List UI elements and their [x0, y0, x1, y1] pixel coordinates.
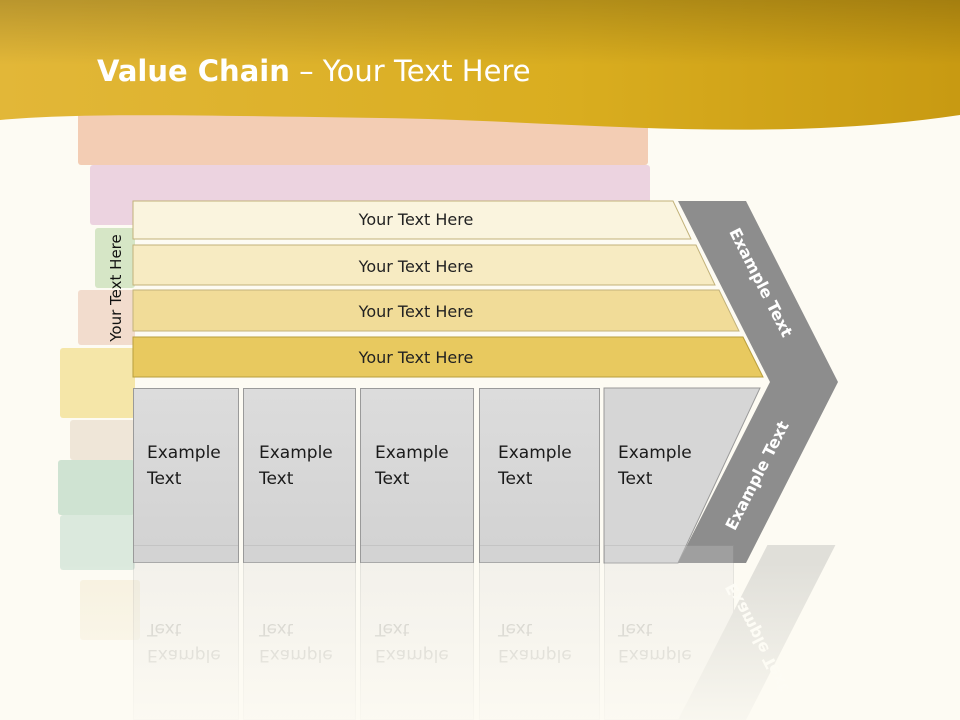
activity-text-1-line2: Text — [147, 469, 182, 489]
activity-text-5-line1: Example — [618, 443, 692, 463]
activity-text-4-line1: Example — [498, 443, 572, 463]
chevron-lower-label: Example Text — [721, 418, 792, 534]
title-rest: – Your Text Here — [289, 54, 531, 88]
activity-text-1-line1: Example — [147, 443, 221, 463]
layer-label-1: Your Text Here — [358, 209, 474, 229]
header-band — [0, 0, 960, 130]
activity-text-3-line1: Example — [375, 443, 449, 463]
chevron-upper-label: Example Text — [725, 225, 796, 341]
layer-label-2: Your Text Here — [358, 256, 474, 276]
activity-text-2-line2: Text — [259, 469, 294, 489]
layer-bar-2 — [132, 244, 716, 286]
activity-text-5-line2: Text — [618, 469, 653, 489]
layer-label-4: Your Text Here — [358, 347, 474, 367]
layer-bar-4 — [132, 336, 764, 378]
activity-text-4-line2: Text — [498, 469, 533, 489]
layer-bar-3 — [132, 289, 740, 332]
activity-box-3 — [360, 388, 474, 563]
slide-title: Value Chain – Your Text Here — [97, 54, 531, 88]
title-bold: Value Chain — [97, 54, 290, 88]
activity-box-2 — [243, 388, 356, 563]
chevron — [678, 201, 838, 563]
layer-bar-1 — [132, 200, 692, 240]
activity-box-4 — [479, 388, 600, 563]
activity-text-2-line1: Example — [259, 443, 333, 463]
activity-text-3-line2: Text — [375, 469, 410, 489]
activity-box-1 — [133, 388, 239, 563]
layer-label-3: Your Text Here — [358, 301, 474, 321]
